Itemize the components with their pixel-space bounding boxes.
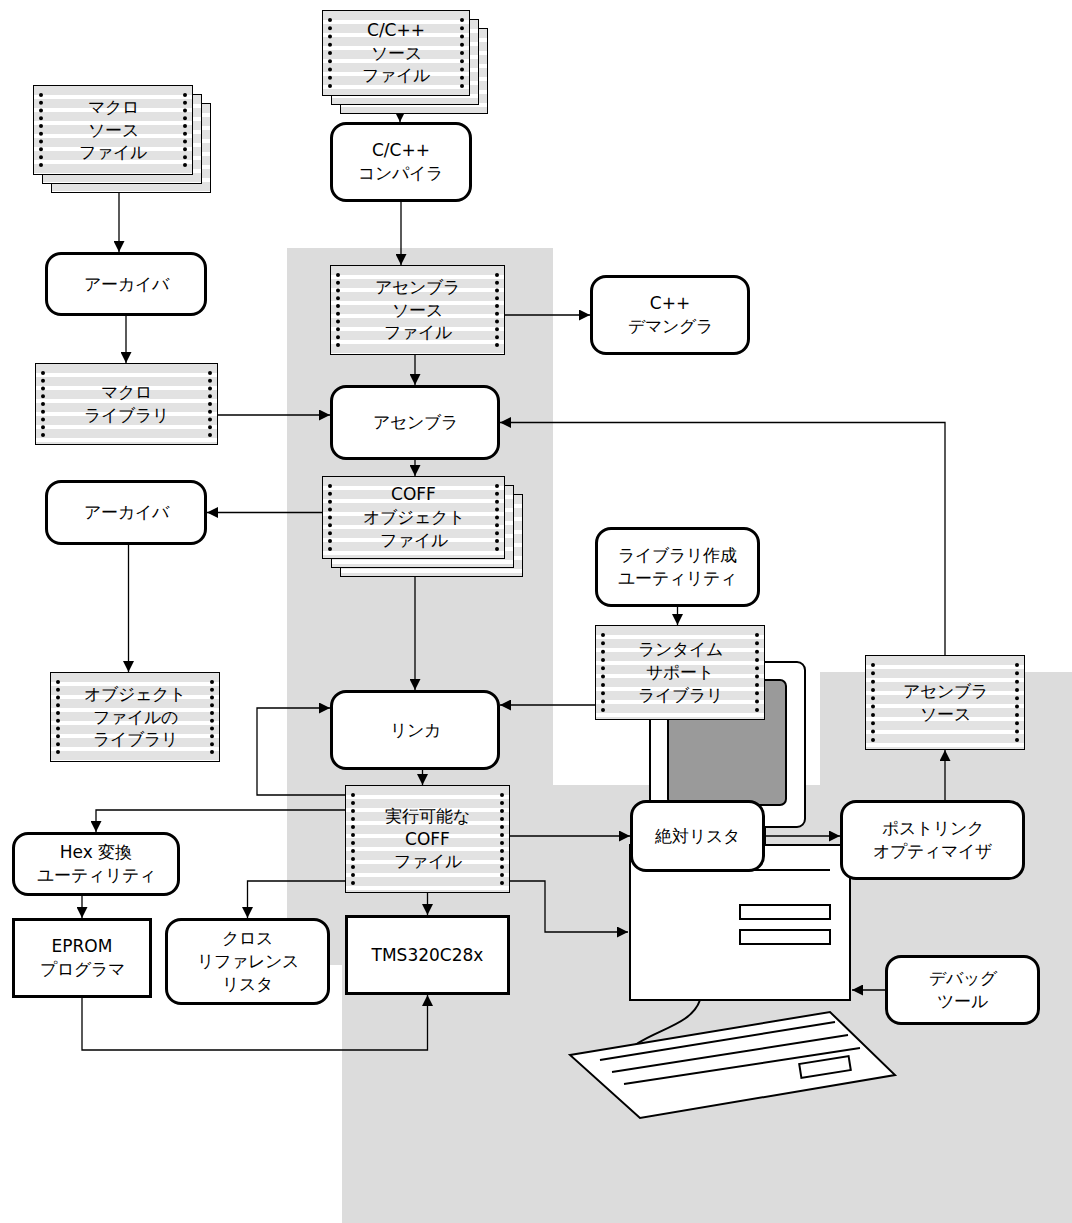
tool-box: ライブラリ作成 ユーティリティ: [595, 527, 760, 607]
node-label: リンカ: [390, 719, 441, 742]
node-label: アーカイバ: [84, 273, 169, 296]
device-box: TMS320C28x: [345, 915, 510, 995]
flow-arrow: [128, 545, 129, 672]
node-label: マクロ ソース ファイル: [79, 96, 147, 165]
tool-box: 絶対リスタ: [630, 800, 765, 872]
computer-figure: [570, 662, 895, 1118]
drive-slot: [740, 930, 830, 944]
node-label: Hex 変換 ユーティリティ: [34, 841, 158, 887]
file-document: C/C++ ソース ファイル: [322, 10, 470, 96]
flow-arrow: [96, 810, 345, 832]
node-label: アセンブラ: [373, 411, 458, 434]
node-label: 実行可能な COFF ファイル: [385, 805, 470, 874]
tool-box: アーカイバ: [45, 480, 207, 545]
tool-box: Hex 変換 ユーティリティ: [12, 832, 180, 896]
flow-arrow: [765, 835, 840, 836]
dot-column: [1015, 663, 1019, 742]
dot-column: [495, 484, 499, 551]
flow-arrow: [422, 770, 423, 785]
node-label: COFF オブジェクト ファイル: [363, 483, 465, 552]
node-label: アセンブラ ソース ファイル: [375, 276, 460, 345]
flow-arrow: [414, 355, 415, 385]
flow-arrow: [510, 835, 630, 836]
dot-column: [328, 18, 332, 88]
drive-slot: [740, 905, 830, 919]
dot-column: [328, 484, 332, 551]
dot-column: [208, 371, 212, 437]
tool-box: アーカイバ: [45, 252, 207, 316]
node-label: 絶対リスタ: [655, 825, 740, 848]
node-label: EPROM プログラマ: [40, 935, 125, 981]
device-box: EPROM プログラマ: [12, 918, 152, 998]
node-label: TMS320C28x: [372, 944, 484, 967]
dot-column: [755, 633, 759, 712]
flow-arrow: [81, 896, 82, 918]
file-document: アセンブラ ソース: [865, 655, 1025, 750]
flow-arrow: [677, 607, 678, 625]
dot-column: [336, 273, 340, 347]
dot-column: [495, 273, 499, 347]
tool-box: デバッグ ツール: [885, 955, 1040, 1025]
node-label: デバッグ ツール: [929, 967, 997, 1013]
key-row: [600, 1022, 835, 1060]
file-document: マクロ ソース ファイル: [33, 85, 193, 175]
file-document: COFF オブジェクト ファイル: [322, 476, 505, 559]
flow-arrow: [944, 750, 945, 800]
dot-column: [56, 680, 60, 754]
node-label: C/C++ ソース ファイル: [357, 19, 435, 88]
node-label: ライブラリ作成 ユーティリティ: [618, 544, 737, 590]
dot-column: [460, 18, 464, 88]
file-document: オブジェクト ファイルの ライブラリ: [50, 672, 220, 762]
key-row: [624, 1048, 860, 1084]
flow-arrow: [400, 202, 401, 265]
dot-column: [210, 680, 214, 754]
dot-column: [500, 793, 504, 885]
node-label: アセンブラ ソース: [903, 680, 988, 726]
pc-arrow: [852, 989, 885, 990]
tool-box: アセンブラ: [330, 385, 500, 460]
flow-arrow: [248, 881, 346, 918]
tool-box: C++ デマングラ: [590, 275, 750, 355]
dot-column: [351, 793, 355, 885]
tool-box: ポストリンク オプティマイザ: [840, 800, 1025, 880]
shaded-region: [287, 248, 1072, 1223]
file-document: 実行可能な COFF ファイル: [345, 785, 510, 893]
node-label: C/C++ コンパイラ: [357, 139, 445, 185]
flow-arrow: [500, 704, 595, 705]
flow-arrow: [500, 423, 945, 656]
tool-box: C/C++ コンパイラ: [330, 122, 472, 202]
node-label: ランタイム サポート ライブラリ: [638, 638, 723, 707]
flow-arrow: [414, 559, 415, 690]
keypad: [799, 1056, 851, 1078]
file-document: アセンブラ ソース ファイル: [330, 265, 505, 355]
keyboard: [570, 1012, 895, 1118]
node-label: クロス リファレンス リスタ: [197, 927, 299, 996]
flow-arrow: [207, 512, 322, 513]
dot-column: [39, 93, 43, 167]
node-label: マクロ ライブラリ: [84, 381, 169, 427]
dot-column: [41, 371, 45, 437]
node-label: C++ デマングラ: [628, 292, 713, 338]
tool-box: リンカ: [330, 690, 500, 770]
dot-column: [601, 633, 605, 712]
file-document: マクロ ライブラリ: [35, 363, 218, 445]
node-label: オブジェクト ファイルの ライブラリ: [84, 683, 186, 752]
flow-arrow: [427, 893, 428, 915]
pc-arrow: [510, 881, 628, 932]
tool-box: クロス リファレンス リスタ: [165, 918, 330, 1005]
flow-arrow: [218, 414, 330, 415]
dot-column: [183, 93, 187, 167]
node-label: ポストリンク オプティマイザ: [873, 817, 992, 863]
flow-arrow: [414, 460, 415, 476]
flow-arrow: [505, 314, 590, 315]
dot-column: [871, 663, 875, 742]
node-label: アーカイバ: [84, 501, 169, 524]
file-document: ランタイム サポート ライブラリ: [595, 625, 765, 720]
flow-arrow: [125, 316, 126, 363]
